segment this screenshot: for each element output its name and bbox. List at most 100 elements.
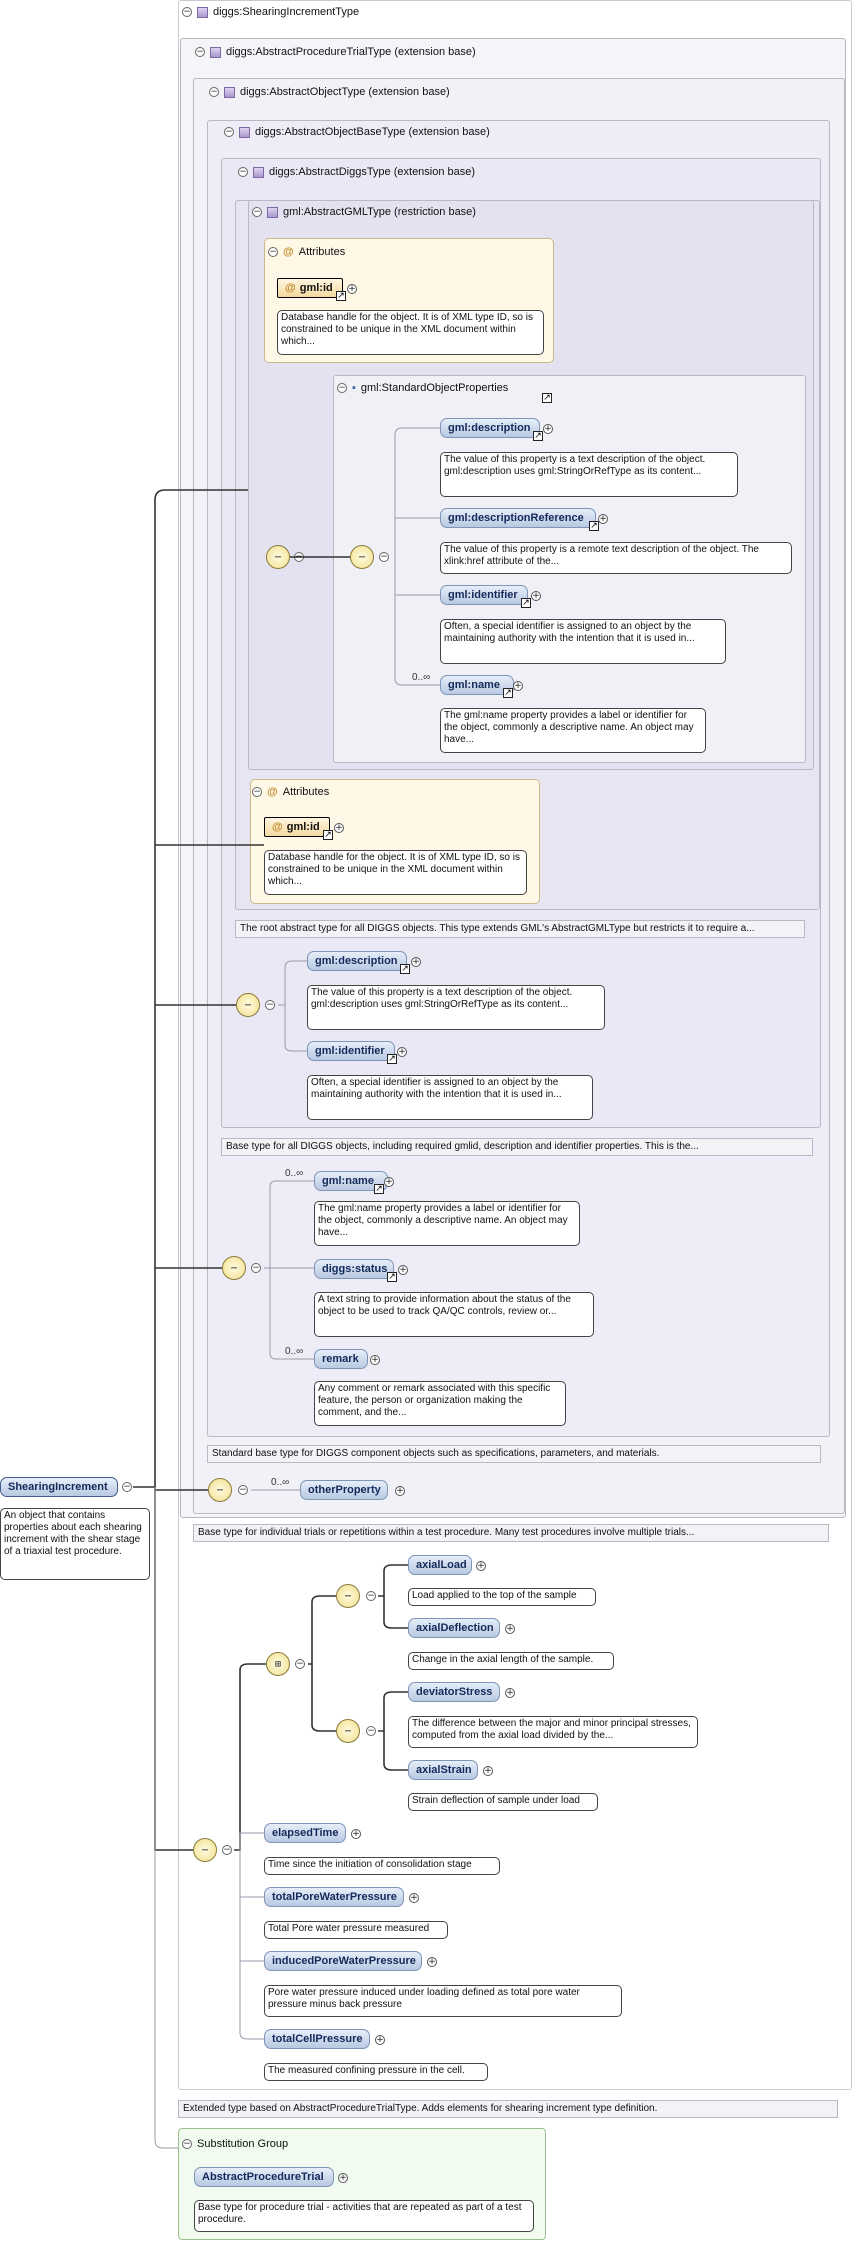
expand-icon[interactable]: +	[483, 1766, 493, 1776]
gml-type-title[interactable]: − gml:AbstractGMLType (restriction base)	[252, 206, 476, 218]
gml-name-element[interactable]: gml:name	[314, 1171, 388, 1191]
collapse-icon[interactable]: −	[222, 1845, 232, 1855]
expand-icon[interactable]: +	[513, 681, 523, 691]
total-cell-pressure-element[interactable]: totalCellPressure	[264, 2029, 370, 2049]
link-icon[interactable]: ↗	[589, 521, 599, 531]
link-icon[interactable]: ↗	[387, 1054, 397, 1064]
collapse-icon[interactable]: −	[295, 1659, 305, 1669]
expand-icon[interactable]: +	[398, 1265, 408, 1275]
sequence-compositor-icon[interactable]: ⋯	[350, 545, 374, 569]
collapse-icon[interactable]: −	[182, 7, 192, 17]
gml-description-element[interactable]: gml:description	[440, 418, 540, 438]
axial-load-element[interactable]: axialLoad	[408, 1555, 472, 1575]
shearing-increment-element[interactable]: ShearingIncrement	[0, 1477, 118, 1497]
collapse-icon[interactable]: −	[238, 167, 248, 177]
collapse-icon[interactable]: −	[366, 1726, 376, 1736]
diggs-status-element[interactable]: diggs:status	[314, 1259, 394, 1279]
expand-icon[interactable]: +	[351, 1829, 361, 1839]
total-pore-water-pressure-element[interactable]: totalPoreWaterPressure	[264, 1887, 404, 1907]
choice-compositor-icon[interactable]: ⊞	[266, 1652, 290, 1676]
collapse-icon[interactable]: −	[238, 1485, 248, 1495]
expand-icon[interactable]: +	[505, 1688, 515, 1698]
collapse-icon[interactable]: −	[251, 1263, 261, 1273]
collapse-icon[interactable]: −	[379, 552, 389, 562]
expand-icon[interactable]: +	[375, 2035, 385, 2045]
collapse-icon[interactable]: −	[195, 47, 205, 57]
collapse-icon[interactable]: −	[252, 207, 262, 217]
collapse-icon[interactable]: −	[294, 552, 304, 562]
collapse-icon[interactable]: −	[337, 383, 347, 393]
attributes-title[interactable]: − @ Attributes	[268, 246, 345, 258]
axial-strain-element[interactable]: axialStrain	[408, 1760, 478, 1780]
object-type-title[interactable]: − diggs:AbstractObjectType (extension ba…	[209, 86, 450, 98]
expand-icon[interactable]: +	[395, 1486, 405, 1496]
gml-identifier-element[interactable]: gml:identifier	[307, 1041, 395, 1061]
induced-pore-water-pressure-element[interactable]: inducedPoreWaterPressure	[264, 1951, 422, 1971]
standard-props-title[interactable]: − ▪ gml:StandardObjectProperties	[337, 382, 508, 394]
elapsed-time-element[interactable]: elapsedTime	[264, 1823, 346, 1843]
sequence-compositor-icon[interactable]: ⋯	[336, 1719, 360, 1743]
cardinality-label: 0..∞	[285, 1346, 304, 1357]
substitution-group-title[interactable]: − Substitution Group	[182, 2138, 288, 2150]
collapse-icon[interactable]: −	[252, 787, 262, 797]
expand-icon[interactable]: +	[370, 1355, 380, 1365]
link-icon[interactable]: ↗	[323, 830, 333, 840]
sequence-compositor-icon[interactable]: ⋯	[193, 1838, 217, 1862]
remark-element[interactable]: remark	[314, 1349, 368, 1369]
sequence-compositor-icon[interactable]: ⋯	[222, 1256, 246, 1280]
collapse-icon[interactable]: −	[122, 1482, 132, 1492]
type-name: diggs:AbstractProcedureTrialType (extens…	[226, 46, 476, 58]
link-icon[interactable]: ↗	[503, 688, 513, 698]
expand-icon[interactable]: +	[384, 1177, 394, 1187]
attributes-title[interactable]: − @ Attributes	[252, 786, 329, 798]
collapse-icon[interactable]: −	[366, 1591, 376, 1601]
expand-icon[interactable]: +	[476, 1561, 486, 1571]
link-icon[interactable]: ↗	[336, 291, 346, 301]
collapse-icon[interactable]: −	[182, 2139, 192, 2149]
procedure-trial-title[interactable]: − diggs:AbstractProcedureTrialType (exte…	[195, 46, 476, 58]
gml-id-attribute[interactable]: @gml:id	[277, 278, 343, 298]
type-name: diggs:AbstractObjectBaseType (extension …	[255, 126, 490, 138]
expand-icon[interactable]: +	[397, 1047, 407, 1057]
expand-icon[interactable]: +	[334, 823, 344, 833]
sequence-compositor-icon[interactable]: ⋯	[266, 545, 290, 569]
expand-icon[interactable]: +	[338, 2173, 348, 2183]
other-property-element[interactable]: otherProperty	[300, 1480, 388, 1500]
gml-description-element[interactable]: gml:description	[307, 951, 407, 971]
link-icon[interactable]: ↗	[533, 431, 543, 441]
expand-icon[interactable]: +	[505, 1624, 515, 1634]
gml-name-element[interactable]: gml:name	[440, 675, 514, 695]
root-type-title[interactable]: − diggs:ShearingIncrementType	[182, 6, 359, 18]
expand-icon[interactable]: +	[531, 591, 541, 601]
collapse-icon[interactable]: −	[268, 247, 278, 257]
complex-type-icon	[197, 6, 208, 18]
object-base-title[interactable]: − diggs:AbstractObjectBaseType (extensio…	[224, 126, 490, 138]
gml-description-doc: The value of this property is a text des…	[307, 985, 605, 1030]
expand-icon[interactable]: +	[598, 514, 608, 524]
gml-id-attribute[interactable]: @gml:id	[264, 817, 330, 837]
abstract-procedure-trial-element[interactable]: AbstractProcedureTrial	[194, 2167, 334, 2187]
collapse-icon[interactable]: −	[224, 127, 234, 137]
sequence-compositor-icon[interactable]: ⋯	[236, 993, 260, 1017]
expand-icon[interactable]: +	[543, 424, 553, 434]
link-icon[interactable]: ↗	[387, 1272, 397, 1282]
gml-identifier-doc: Often, a special identifier is assigned …	[307, 1075, 593, 1120]
link-icon[interactable]: ↗	[374, 1184, 384, 1194]
expand-icon[interactable]: +	[409, 1893, 419, 1903]
link-icon[interactable]: ↗	[542, 393, 552, 403]
gml-description-reference-element[interactable]: gml:descriptionReference	[440, 508, 596, 528]
expand-icon[interactable]: +	[427, 1957, 437, 1967]
expand-icon[interactable]: +	[411, 957, 421, 967]
deviator-stress-element[interactable]: deviatorStress	[408, 1682, 500, 1702]
collapse-icon[interactable]: −	[265, 1000, 275, 1010]
link-icon[interactable]: ↗	[400, 964, 410, 974]
attribute-name: gml:id	[299, 282, 333, 294]
sequence-compositor-icon[interactable]: ⋯	[336, 1584, 360, 1608]
collapse-icon[interactable]: −	[209, 87, 219, 97]
axial-deflection-element[interactable]: axialDeflection	[408, 1618, 500, 1638]
sequence-compositor-icon[interactable]: ⋯	[208, 1478, 232, 1502]
expand-icon[interactable]: +	[347, 284, 357, 294]
diggs-type-title[interactable]: − diggs:AbstractDiggsType (extension bas…	[238, 166, 475, 178]
gml-identifier-element[interactable]: gml:identifier	[440, 585, 528, 605]
link-icon[interactable]: ↗	[521, 598, 531, 608]
